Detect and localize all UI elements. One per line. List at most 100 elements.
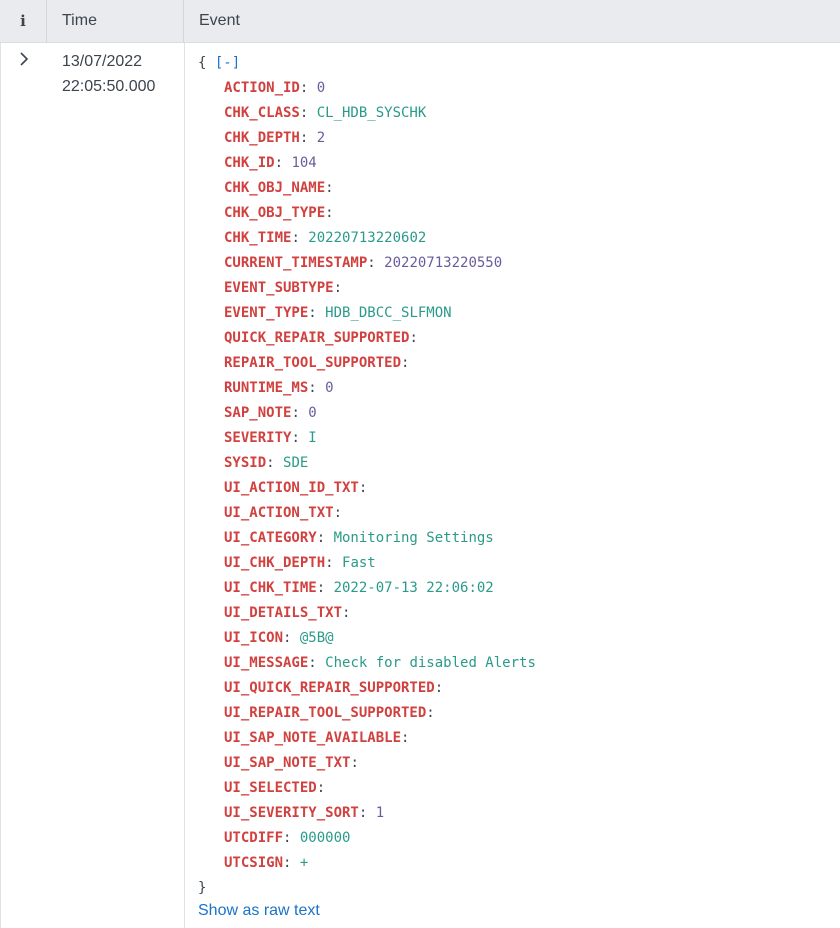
json-field: CHK_DEPTH: 2 bbox=[198, 126, 536, 151]
field-key[interactable]: QUICK_REPAIR_SUPPORTED bbox=[224, 330, 410, 346]
field-colon: : bbox=[358, 805, 376, 821]
field-value[interactable]: Check for disabled Alerts bbox=[325, 655, 536, 671]
field-key[interactable]: UI_MESSAGE bbox=[224, 655, 309, 671]
field-key[interactable]: REPAIR_TOOL_SUPPORTED bbox=[224, 355, 402, 371]
field-key[interactable]: UTCSIGN bbox=[224, 855, 284, 871]
field-value[interactable]: 104 bbox=[291, 155, 317, 171]
field-value[interactable]: 20220713220602 bbox=[308, 230, 427, 246]
field-value[interactable]: CL_HDB_SYSCHK bbox=[316, 105, 427, 121]
field-value[interactable]: 2 bbox=[316, 130, 326, 146]
field-key[interactable]: UI_SAP_NOTE_TXT bbox=[224, 755, 351, 771]
info-column-header[interactable]: i bbox=[0, 0, 47, 42]
field-key[interactable]: UI_SEVERITY_SORT bbox=[224, 805, 359, 821]
field-key[interactable]: CHK_CLASS bbox=[224, 105, 300, 121]
field-key[interactable]: UI_REPAIR_TOOL_SUPPORTED bbox=[224, 705, 427, 721]
json-field: CHK_OBJ_TYPE: bbox=[198, 201, 536, 226]
show-raw-text-link[interactable]: Show as raw text bbox=[198, 902, 320, 919]
field-colon: : bbox=[333, 280, 343, 296]
json-field: UI_ACTION_TXT: bbox=[198, 501, 536, 526]
json-field: UI_MESSAGE: Check for disabled Alerts bbox=[198, 651, 536, 676]
collapse-toggle[interactable]: [-] bbox=[214, 55, 241, 71]
field-value[interactable]: 1 bbox=[375, 805, 385, 821]
field-value[interactable]: 000000 bbox=[299, 830, 351, 846]
field-value[interactable]: @5B@ bbox=[299, 630, 334, 646]
field-key[interactable]: UI_SAP_NOTE_AVAILABLE bbox=[224, 730, 402, 746]
field-value[interactable]: 0 bbox=[308, 405, 317, 421]
json-field: CHK_TIME: 20220713220602 bbox=[198, 226, 536, 251]
field-colon: : bbox=[283, 630, 300, 646]
field-value[interactable]: SDE bbox=[283, 455, 309, 471]
field-colon: : bbox=[274, 155, 292, 171]
field-value[interactable]: 0 bbox=[316, 80, 326, 96]
field-key[interactable]: CHK_ID bbox=[224, 155, 275, 171]
field-key[interactable]: UI_DETAILS_TXT bbox=[224, 605, 343, 621]
field-key[interactable]: CHK_OBJ_TYPE bbox=[224, 205, 326, 221]
field-value[interactable]: 0 bbox=[325, 380, 334, 396]
field-colon: : bbox=[325, 180, 334, 196]
field-colon: : bbox=[283, 830, 300, 846]
row-expand-toggle[interactable] bbox=[14, 49, 34, 69]
json-field: RUNTIME_MS: 0 bbox=[198, 376, 536, 401]
field-key[interactable]: CHK_TIME bbox=[224, 230, 292, 246]
field-colon: : bbox=[333, 505, 343, 521]
field-colon: : bbox=[316, 780, 326, 796]
json-field: UI_CHK_TIME: 2022-07-13 22:06:02 bbox=[198, 576, 536, 601]
field-value[interactable]: Monitoring Settings bbox=[333, 530, 494, 546]
field-value[interactable]: + bbox=[299, 855, 309, 871]
field-colon: : bbox=[367, 255, 385, 271]
field-key[interactable]: CURRENT_TIMESTAMP bbox=[224, 255, 368, 271]
event-column-header[interactable]: Event bbox=[199, 12, 240, 29]
json-field: UI_DETAILS_TXT: bbox=[198, 601, 536, 626]
field-colon: : bbox=[291, 430, 309, 446]
field-value[interactable]: Fast bbox=[342, 555, 376, 571]
json-field: SAP_NOTE: 0 bbox=[198, 401, 536, 426]
json-field: UI_SAP_NOTE_AVAILABLE: bbox=[198, 726, 536, 751]
json-field: REPAIR_TOOL_SUPPORTED: bbox=[198, 351, 536, 376]
field-key[interactable]: EVENT_SUBTYPE bbox=[224, 280, 334, 296]
field-key[interactable]: CHK_DEPTH bbox=[224, 130, 300, 146]
json-field: UI_SAP_NOTE_TXT: bbox=[198, 751, 536, 776]
field-key[interactable]: SAP_NOTE bbox=[224, 405, 292, 421]
time-column-header[interactable]: Time bbox=[46, 0, 184, 42]
field-value[interactable]: 2022-07-13 22:06:02 bbox=[333, 580, 494, 596]
field-key[interactable]: UI_SELECTED bbox=[224, 780, 317, 796]
field-colon: : bbox=[308, 655, 326, 671]
field-colon: : bbox=[350, 755, 359, 771]
field-key[interactable]: UI_CHK_DEPTH bbox=[224, 555, 326, 571]
close-brace: } bbox=[198, 880, 207, 896]
field-colon: : bbox=[401, 355, 410, 371]
field-key[interactable]: UI_ACTION_TXT bbox=[224, 505, 334, 521]
field-colon: : bbox=[426, 705, 435, 721]
field-key[interactable]: CHK_OBJ_NAME bbox=[224, 180, 326, 196]
field-key[interactable]: UI_CHK_TIME bbox=[224, 580, 317, 596]
json-field: EVENT_SUBTYPE: bbox=[198, 276, 536, 301]
field-key[interactable]: UI_QUICK_REPAIR_SUPPORTED bbox=[224, 680, 435, 696]
json-field: CHK_CLASS: CL_HDB_SYSCHK bbox=[198, 101, 536, 126]
json-close-line: } bbox=[198, 876, 536, 901]
field-key[interactable]: UI_ACTION_ID_TXT bbox=[224, 480, 359, 496]
json-field: UI_SELECTED: bbox=[198, 776, 536, 801]
json-field: CURRENT_TIMESTAMP: 20220713220550 bbox=[198, 251, 536, 276]
field-key[interactable]: UTCDIFF bbox=[224, 830, 284, 846]
field-key[interactable]: ACTION_ID bbox=[224, 80, 300, 96]
table-left-border bbox=[0, 43, 1, 928]
field-key[interactable]: RUNTIME_MS bbox=[224, 380, 309, 396]
field-colon: : bbox=[434, 680, 444, 696]
field-key[interactable]: UI_CATEGORY bbox=[224, 530, 317, 546]
field-value[interactable]: HDB_DBCC_SLFMON bbox=[325, 305, 452, 321]
field-colon: : bbox=[308, 380, 326, 396]
json-field: SEVERITY: I bbox=[198, 426, 536, 451]
json-field: CHK_OBJ_NAME: bbox=[198, 176, 536, 201]
field-colon: : bbox=[283, 855, 300, 871]
field-key[interactable]: SEVERITY bbox=[224, 430, 292, 446]
field-colon: : bbox=[342, 605, 351, 621]
field-key[interactable]: UI_ICON bbox=[224, 630, 284, 646]
field-value[interactable]: 20220713220550 bbox=[384, 255, 503, 271]
field-colon: : bbox=[401, 730, 410, 746]
field-key[interactable]: EVENT_TYPE bbox=[224, 305, 309, 321]
field-value[interactable]: I bbox=[308, 430, 317, 446]
field-key[interactable]: SYSID bbox=[224, 455, 267, 471]
